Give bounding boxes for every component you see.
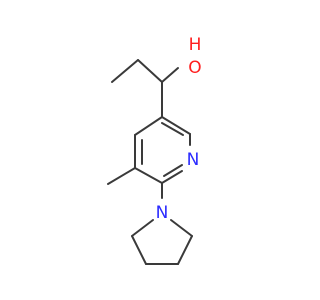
ethyl-chain: [111, 59, 163, 83]
molecule-structure: H O N N: [107, 35, 202, 265]
bond-ring-methyl: [107, 167, 136, 185]
bond-c2-c3-outer: [161, 116, 191, 135]
methyl-group: [107, 167, 136, 185]
hydroxyl-hydrogen-label: H: [189, 35, 202, 55]
hydroxyl-group: H O: [161, 35, 202, 83]
pyrrolidine-nitrogen-label: N: [156, 203, 169, 223]
bond-c6-n1-inner: [163, 164, 183, 177]
pyrrolidine-ring: N: [131, 182, 193, 265]
pyridine-nitrogen-label: N: [187, 150, 200, 170]
bond-c2-c3-inner: [161, 122, 184, 136]
bond-c6-n1-outer: [161, 170, 183, 184]
bond-ethyl-carbinol: [137, 59, 163, 83]
bond-right-carbon-n: [170, 219, 193, 237]
bond-left-bottom-carbon: [131, 235, 147, 265]
pyridine-ring: N: [134, 81, 200, 184]
bond-c-oh: [161, 67, 179, 83]
hydroxyl-oxygen-label: O: [188, 58, 201, 78]
bond-n-left-carbon: [131, 219, 154, 237]
bond-c5-c6: [134, 167, 163, 184]
bond-c3-c4: [134, 116, 163, 136]
bond-right-bottom-carbon: [177, 235, 193, 265]
bond-ethyl-terminal: [111, 59, 139, 83]
